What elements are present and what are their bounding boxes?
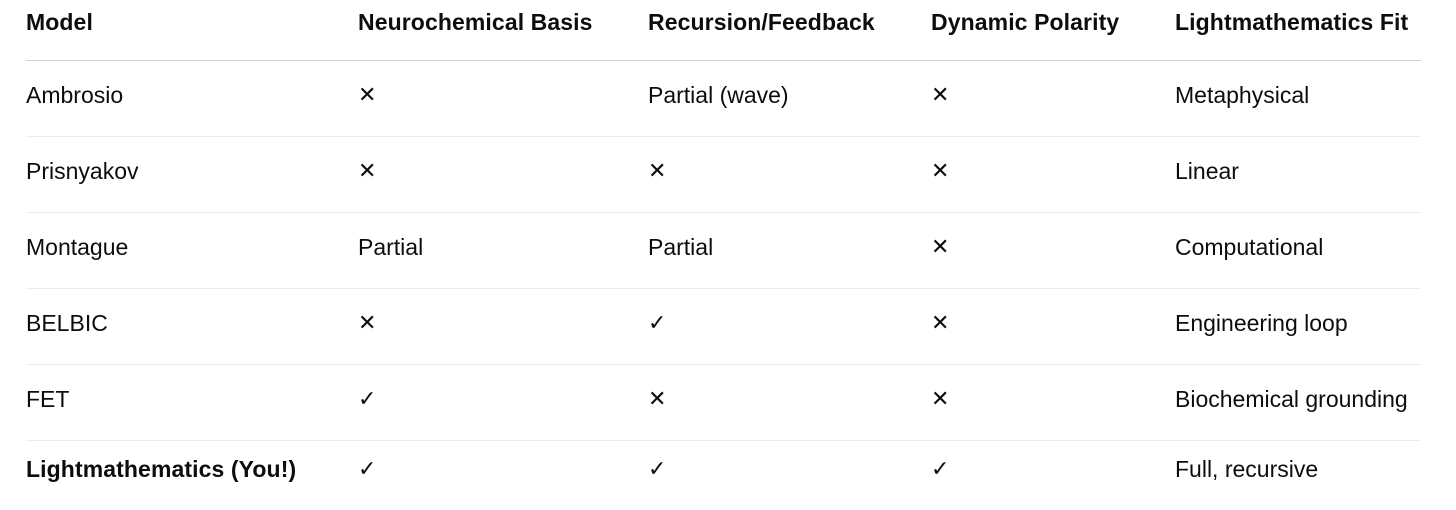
cross-mark: ✕	[931, 136, 1175, 213]
cell-model-name: BELBIC	[26, 288, 358, 365]
cell-model-name: FET	[26, 364, 358, 441]
cell-fit-value: Engineering loop	[1175, 288, 1421, 365]
column-header-dynamic-polarity: Dynamic Polarity	[931, 0, 1175, 61]
cross-mark: ✕	[648, 364, 931, 441]
cell-model-name: Ambrosio	[26, 60, 358, 137]
cell-recursion-value: Partial (wave)	[648, 60, 931, 137]
column-header-model: Model	[26, 0, 358, 61]
cross-mark: ✕	[648, 136, 931, 213]
column-header-neurochemical-basis: Neurochemical Basis	[358, 0, 648, 61]
cross-mark: ✕	[931, 288, 1175, 365]
table-row-fet: FET ✓ ✕ ✕ Biochemical grounding	[26, 364, 1421, 441]
cell-fit-value: Linear	[1175, 136, 1421, 213]
table-row-ambrosio: Ambrosio ✕ Partial (wave) ✕ Metaphysical	[26, 60, 1421, 137]
cell-fit-value: Metaphysical	[1175, 60, 1421, 137]
cell-recursion-value: Partial	[648, 212, 931, 289]
table-row-lightmathematics: Lightmathematics (You!) ✓ ✓ ✓ Full, recu…	[26, 440, 1421, 509]
table-row-montague: Montague Partial Partial ✕ Computational	[26, 212, 1421, 289]
cell-model-name: Montague	[26, 212, 358, 289]
cell-fit-value: Biochemical grounding	[1175, 364, 1421, 441]
check-mark: ✓	[358, 364, 648, 441]
header-row: Model Neurochemical Basis Recursion/Feed…	[26, 0, 1421, 61]
cross-mark: ✕	[358, 288, 648, 365]
table-row-prisnyakov: Prisnyakov ✕ ✕ ✕ Linear	[26, 136, 1421, 213]
table-row-belbic: BELBIC ✕ ✓ ✕ Engineering loop	[26, 288, 1421, 365]
cross-mark: ✕	[931, 212, 1175, 289]
check-mark: ✓	[931, 457, 950, 483]
cell-fit-value: Computational	[1175, 212, 1421, 289]
cross-mark: ✕	[931, 60, 1175, 137]
check-mark: ✓	[358, 457, 377, 483]
cell-neurochemical-value: Partial	[358, 212, 648, 289]
check-mark: ✓	[648, 288, 931, 365]
cell-model-name: Prisnyakov	[26, 136, 358, 213]
cell-fit-value: Full, recursive	[1175, 456, 1319, 483]
model-comparison-table: Model Neurochemical Basis Recursion/Feed…	[26, 0, 1421, 509]
cell-model-name: Lightmathematics (You!)	[26, 456, 297, 483]
cross-mark: ✕	[358, 60, 648, 137]
column-header-lightmathematics-fit: Lightmathematics Fit	[1175, 0, 1421, 61]
check-mark: ✓	[648, 457, 667, 483]
column-header-recursion-feedback: Recursion/Feedback	[648, 0, 931, 61]
cross-mark: ✕	[931, 364, 1175, 441]
cross-mark: ✕	[358, 136, 648, 213]
